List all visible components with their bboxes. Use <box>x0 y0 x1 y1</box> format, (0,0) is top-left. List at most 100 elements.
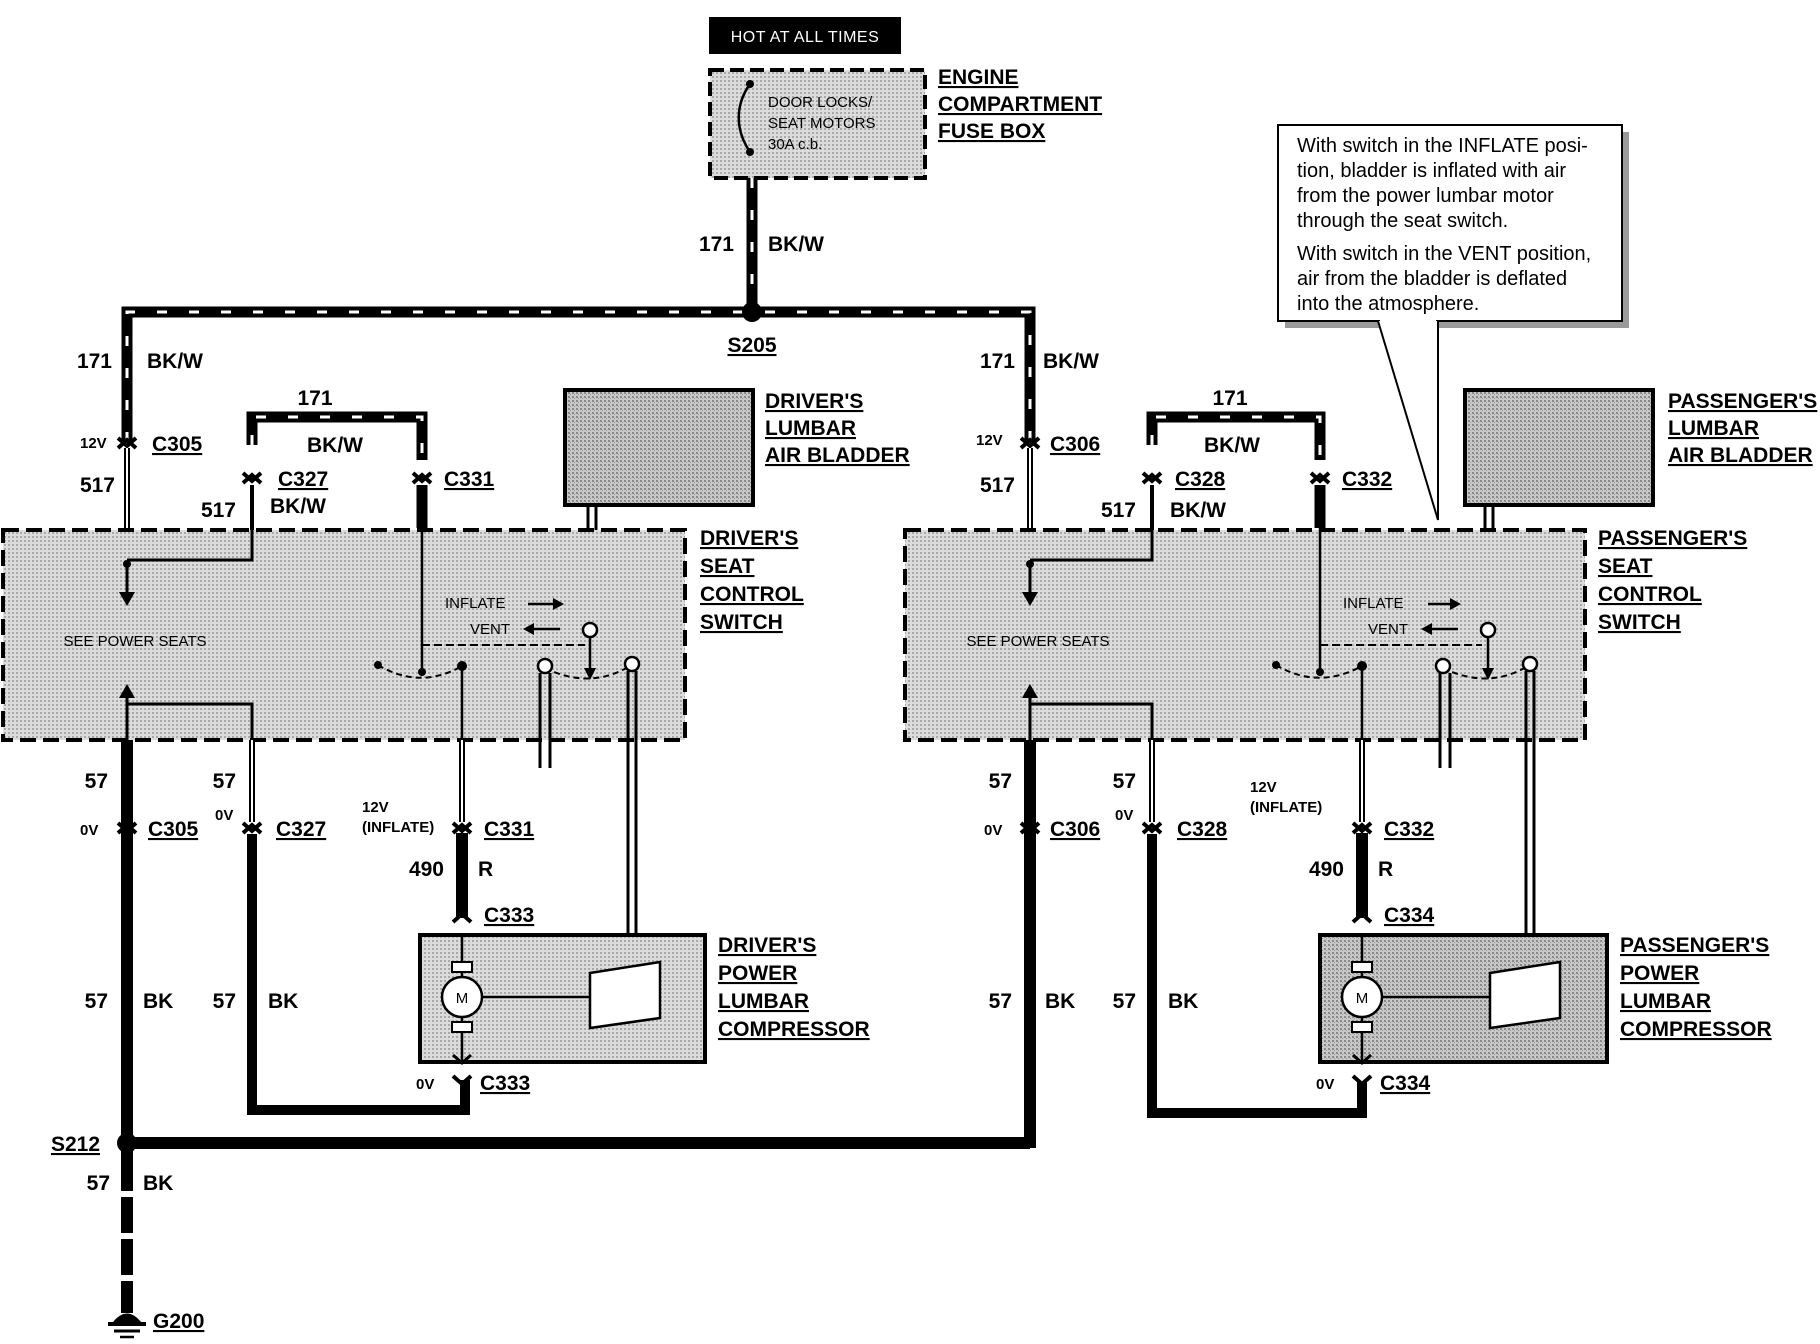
driver-c305-connector <box>116 436 138 450</box>
driver-c331-top-label: C331 <box>444 468 495 491</box>
pass-switch-title-1: PASSENGER'S <box>1598 527 1747 550</box>
driver-171-label: 171 <box>77 350 112 373</box>
feed-circuit-number: 171 <box>699 233 734 256</box>
pass-compressor-title-2: POWER <box>1620 962 1699 985</box>
driver-compressor-title-4: COMPRESSOR <box>718 1018 870 1041</box>
driver-57-bk-a: 57 <box>85 990 108 1013</box>
pass-motor-label: M <box>1356 990 1369 1007</box>
driver-c333-bottom-label: C333 <box>480 1072 530 1095</box>
driver-c333-bottom-connector <box>451 1074 473 1087</box>
breaker-label-3: 30A c.b. <box>768 136 822 153</box>
driver-bkw-b-label: BK/W <box>270 495 326 518</box>
splice-s212-label: S212 <box>51 1133 100 1156</box>
driver-lumbar-air-bladder <box>563 388 755 507</box>
pass-bk-b: BK <box>1168 990 1198 1013</box>
pass-c306-label: C306 <box>1050 433 1100 456</box>
note-line-2: tion, bladder is inflated with air <box>1297 160 1566 182</box>
pass-r-label: R <box>1378 858 1393 881</box>
breaker-label-1: DOOR LOCKS/ <box>768 94 873 111</box>
pass-bk-a: BK <box>1045 990 1075 1013</box>
pass-57-label-b: 57 <box>1113 770 1136 793</box>
driver-jumper-bkw: BK/W <box>307 434 363 457</box>
driver-517b-label: 517 <box>201 499 236 522</box>
driver-c327-connector <box>241 471 263 485</box>
pass-c306-bottom-label: C306 <box>1050 818 1100 841</box>
driver-c331-bottom-connector <box>451 821 473 835</box>
note-line-7: into the atmosphere. <box>1297 293 1479 315</box>
driver-switch-title-3: CONTROL <box>700 583 804 606</box>
pass-57-label-a: 57 <box>989 770 1012 793</box>
driver-12v-inflate-2: (INFLATE) <box>362 819 434 836</box>
driver-seat-control-switch <box>1 528 687 742</box>
fuse-box-title-2: COMPARTMENT <box>938 93 1102 116</box>
pass-517b-label: 517 <box>1101 499 1136 522</box>
driver-57-label-b: 57 <box>213 770 236 793</box>
pass-c328-connector <box>1141 471 1163 485</box>
driver-c327-bottom-connector <box>241 821 263 835</box>
feed-wire-color: BK/W <box>768 233 824 256</box>
driver-inflate-label: INFLATE <box>445 595 506 612</box>
ground-bk-label: BK <box>143 1172 173 1195</box>
pass-pump-symbol <box>1488 960 1562 1030</box>
driver-c331-bottom-label: C331 <box>484 818 535 841</box>
splice-s205-label: S205 <box>727 334 776 357</box>
pass-bladder-title-3: AIR BLADDER <box>1668 444 1813 467</box>
note-callout <box>1277 124 1629 521</box>
driver-c305-label: C305 <box>152 433 203 456</box>
pass-switch-title-4: SWITCH <box>1598 611 1681 634</box>
driver-490-label: 490 <box>409 858 444 881</box>
note-line-5: With switch in the VENT position, <box>1297 243 1591 265</box>
pass-c334-bottom-label: C334 <box>1380 1072 1431 1095</box>
pass-compressor-title-4: COMPRESSOR <box>1620 1018 1772 1041</box>
note-line-1: With switch in the INFLATE posi- <box>1297 135 1588 157</box>
driver-12v-label: 12V <box>80 435 107 452</box>
splice-s212-dot <box>117 1133 137 1153</box>
driver-171-jumper <box>246 411 428 460</box>
driver-bladder-title-1: DRIVER'S <box>765 390 863 413</box>
splice-s205-dot <box>742 302 762 322</box>
fuse-box-title-1: ENGINE <box>938 66 1019 89</box>
pass-0v-c328: 0V <box>1115 807 1133 824</box>
ground-57-label: 57 <box>87 1172 110 1195</box>
pass-bkw-b-label: BK/W <box>1170 499 1226 522</box>
pass-c332-bottom-label: C332 <box>1384 818 1434 841</box>
pass-c332-top-label: C332 <box>1342 468 1392 491</box>
driver-motor-label: M <box>456 990 469 1007</box>
driver-0v-c305: 0V <box>80 822 98 839</box>
pass-bladder-title-1: PASSENGER'S <box>1668 390 1817 413</box>
pass-0v-c334: 0V <box>1316 1076 1334 1093</box>
driver-compressor-title-2: POWER <box>718 962 797 985</box>
driver-switch-title-2: SEAT <box>700 555 755 578</box>
pass-c334-top-label: C334 <box>1384 904 1435 927</box>
pass-490-label: 490 <box>1309 858 1344 881</box>
driver-jumper-171: 171 <box>297 387 332 410</box>
pass-vent-label: VENT <box>1368 621 1408 638</box>
pass-see-power-seats: SEE POWER SEATS <box>966 633 1109 650</box>
pass-lumbar-air-bladder <box>1463 388 1655 507</box>
pass-171-jumper <box>1146 411 1326 460</box>
driver-bk-a: BK <box>143 990 173 1013</box>
driver-bladder-title-3: AIR BLADDER <box>765 444 910 467</box>
pass-c334-top-connector <box>1351 911 1373 924</box>
driver-vent-label: VENT <box>470 621 510 638</box>
note-line-4: through the seat switch. <box>1297 210 1508 232</box>
ground-g200-label: G200 <box>153 1310 204 1333</box>
driver-switch-title-4: SWITCH <box>700 611 783 634</box>
pass-12v-inflate-1: 12V <box>1250 779 1277 796</box>
fuse-box-title-3: FUSE BOX <box>938 120 1045 143</box>
breaker-label-2: SEAT MOTORS <box>768 115 876 132</box>
pass-c328-bottom-label: C328 <box>1177 818 1228 841</box>
driver-517-label: 517 <box>80 474 115 497</box>
pass-57-bk-a: 57 <box>989 990 1012 1013</box>
pass-c328-label: C328 <box>1175 468 1226 491</box>
pass-c332-bottom-connector <box>1351 821 1373 835</box>
pass-c306-connector <box>1019 436 1041 450</box>
driver-c333-top-label: C333 <box>484 904 534 927</box>
driver-switch-title-1: DRIVER'S <box>700 527 798 550</box>
pass-171-label: 171 <box>980 350 1015 373</box>
pass-inflate-label: INFLATE <box>1343 595 1404 612</box>
pass-switch-title-3: CONTROL <box>1598 583 1702 606</box>
pass-12v-inflate-2: (INFLATE) <box>1250 799 1322 816</box>
pass-0v-c306: 0V <box>984 822 1002 839</box>
